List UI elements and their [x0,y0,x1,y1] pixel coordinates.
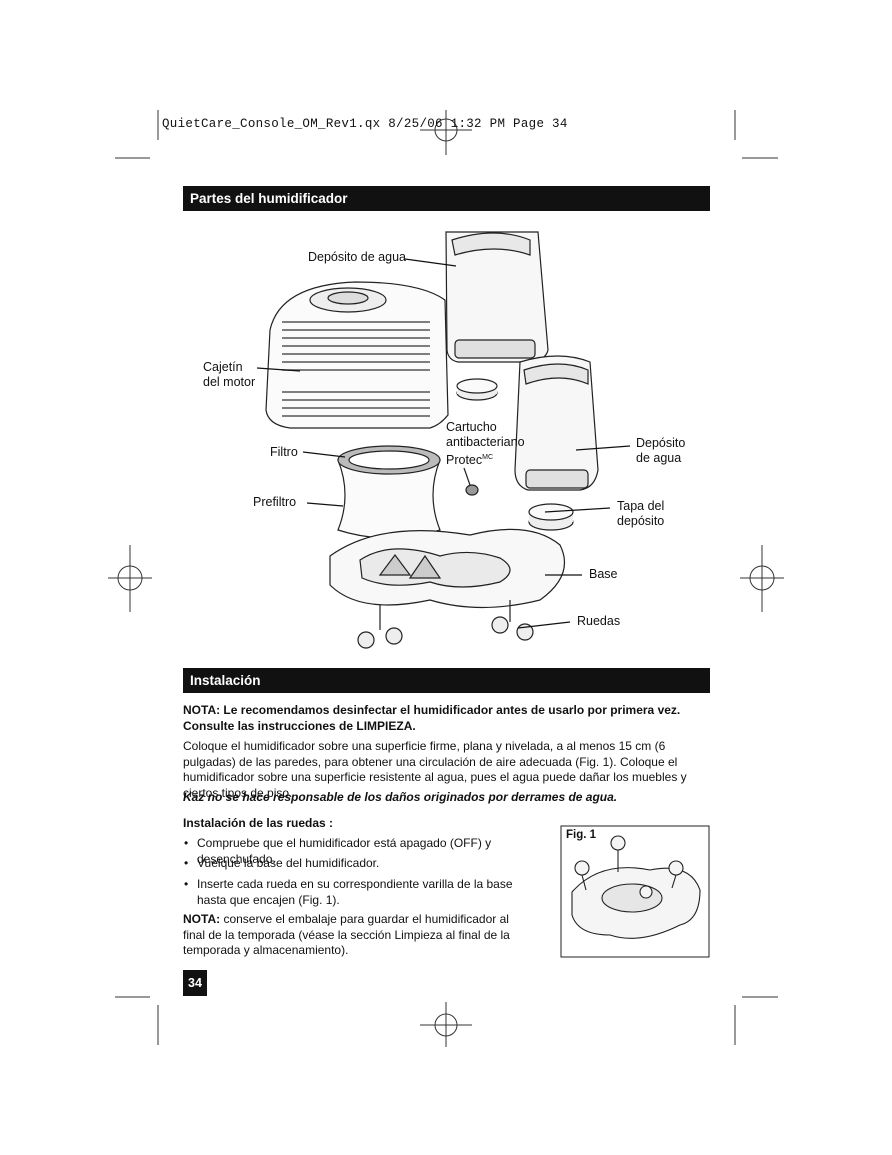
final-note-text: conserve el embalaje para guardar el hum… [183,912,510,957]
wheels-drawing [357,600,534,649]
installation-paragraph: Coloque el humidificador sobre una super… [183,739,687,800]
label-base: Base [589,567,618,581]
label-prefilter: Prefiltro [253,495,297,509]
label-wheels: Ruedas [577,614,621,628]
water-tank-right-drawing [514,355,599,491]
installation-note: NOTA: Le recomendamos desinfectar el hum… [183,703,708,734]
label-cartridge-l1: Cartucho [446,420,497,434]
base-drawing [329,528,566,609]
bullet-symbol: • [184,856,189,870]
label-tank-cap: Tapa del depósito [617,499,664,529]
water-tank-top-drawing [445,231,549,363]
fig1-box [560,825,710,958]
leader-lines [256,258,631,629]
print-slug: QuietCare_Console_OM_Rev1.qx 8/25/06 1:3… [162,117,568,131]
installation-note-line1: NOTA: Le recomendamos desinfectar el hum… [183,703,681,717]
section-title-parts: Partes del humidificador [183,186,710,211]
label-motor-housing: Cajetín del motor [203,360,255,390]
label-water-tank-right-l2: de agua [636,451,682,465]
label-water-tank-right: Depósito de agua [636,436,685,466]
label-tank-cap-l1: Tapa del [617,499,665,513]
filter-drawing [337,445,441,539]
motor-housing-drawing [265,281,449,429]
section-title-installation: Instalación [183,668,710,693]
bullet-text-2: Vuelque la base del humidificador. [197,856,380,870]
label-cartridge: Cartucho antibacteriano ProtecMC [446,420,525,468]
installation-note-line2: Consulte las instrucciones de LIMPIEZA. [183,718,416,733]
tank-cap-drawing-2 [528,503,574,531]
bullet-symbol: • [184,836,189,850]
label-tank-cap-l2: depósito [617,514,665,528]
fig1-label: Fig. 1 [566,829,597,841]
bullet-text-1: Compruebe que el humidificador está apag… [197,836,492,866]
humidifier-exploded-diagram [265,231,599,649]
label-cartridge-sup: MC [482,454,494,461]
wheels-heading: Instalación de las ruedas : [183,816,334,830]
bullet-symbol: • [184,877,189,891]
final-note-label: NOTA: [183,912,221,926]
label-water-tank-right-l1: Depósito [636,436,686,450]
disclaimer: Kaz no se hace responsable de los daños … [183,790,618,804]
bullet-item-3: • Inserte cada rueda en su correspondien… [183,877,528,908]
final-note: NOTA: conserve el embalaje para guardar … [183,912,533,959]
label-motor-housing-l1: Cajetín [203,360,243,374]
bullet-text-3: Inserte cada rueda en su correspondiente… [197,877,513,907]
label-filter: Filtro [270,445,298,459]
bullet-item-1: • Compruebe que el humidificador está ap… [183,836,528,867]
bullet-item-2: • Vuelque la base del humidificador. [183,856,528,872]
page-number: 34 [183,970,207,996]
label-motor-housing-l2: del motor [203,375,256,389]
label-cartridge-l3: Protec [446,453,483,468]
cartridge-drawing [463,467,479,496]
label-water-tank-top: Depósito de agua [308,250,406,264]
label-cartridge-l2: antibacteriano [446,435,525,449]
tank-cap-drawing-1 [456,378,498,401]
